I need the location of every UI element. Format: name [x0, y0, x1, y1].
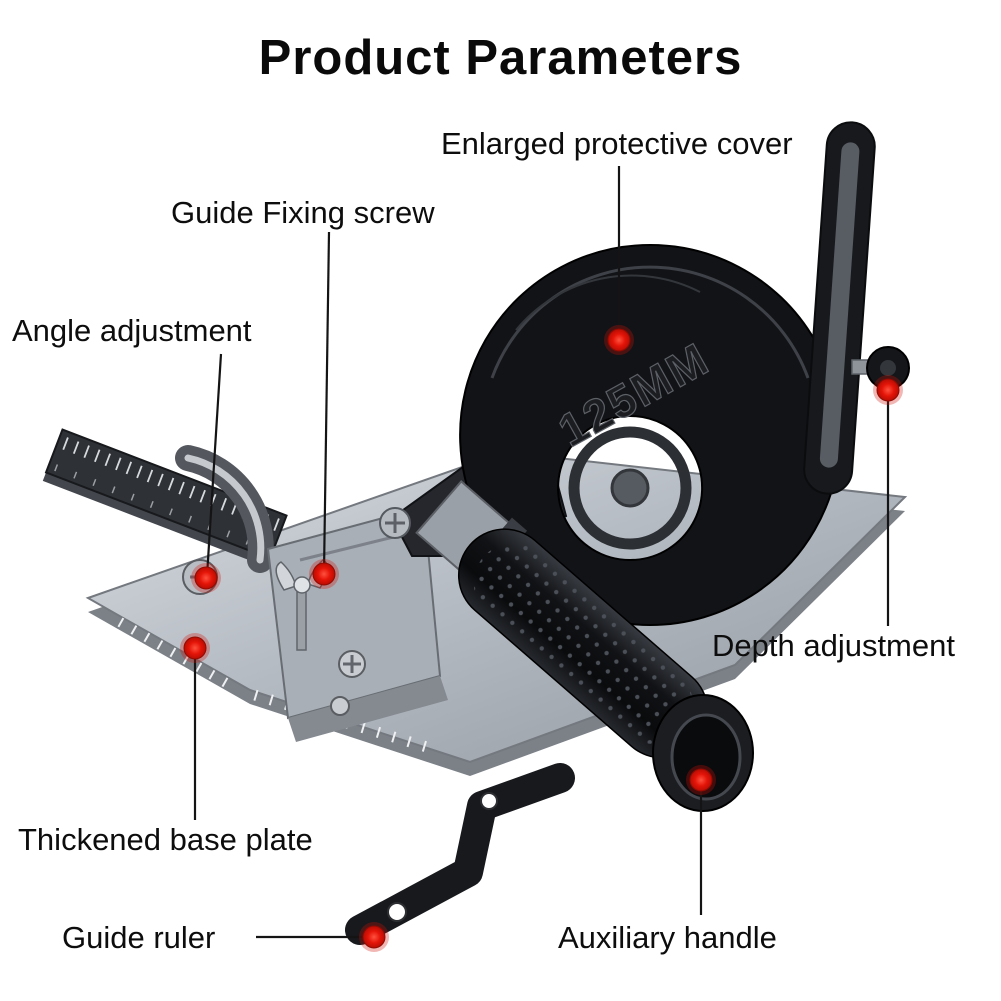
guide-ruler-bracket — [345, 763, 575, 945]
label-guide-ruler: Guide ruler — [62, 920, 216, 955]
label-auxiliary-handle: Auxiliary handle — [558, 920, 777, 955]
callout-markers — [180, 325, 903, 952]
marker-guide-ruler — [359, 922, 389, 952]
label-enlarged-protective-cover: Enlarged protective cover — [441, 126, 793, 161]
leader-line-guide-fixing-screw — [322, 231, 331, 573]
marker-depth-adjustment — [873, 375, 903, 405]
marker-protective-cover — [604, 325, 634, 355]
leader-lines — [193, 166, 890, 939]
marker-thickened-base-plate — [180, 633, 210, 663]
leader-line-angle-adjustment — [205, 353, 223, 577]
protective-cover: 125MM — [459, 244, 842, 626]
marker-auxiliary-handle — [686, 765, 716, 795]
label-depth-adjustment: Depth adjustment — [712, 628, 955, 663]
page-title: Product Parameters — [258, 31, 743, 85]
handle-end-cap — [652, 694, 754, 812]
pivot-screw — [379, 507, 411, 539]
angle-arc — [175, 445, 274, 573]
label-guide-fixing-screw: Guide Fixing screw — [171, 195, 435, 230]
depth-rod — [803, 121, 876, 495]
label-angle-adjustment: Angle adjustment — [12, 313, 252, 348]
marker-guide-fixing-screw — [309, 559, 339, 589]
marker-angle-adjustment — [191, 563, 221, 593]
label-thickened-base-plate: Thickened base plate — [18, 822, 313, 857]
clamp-bracket — [266, 505, 448, 742]
